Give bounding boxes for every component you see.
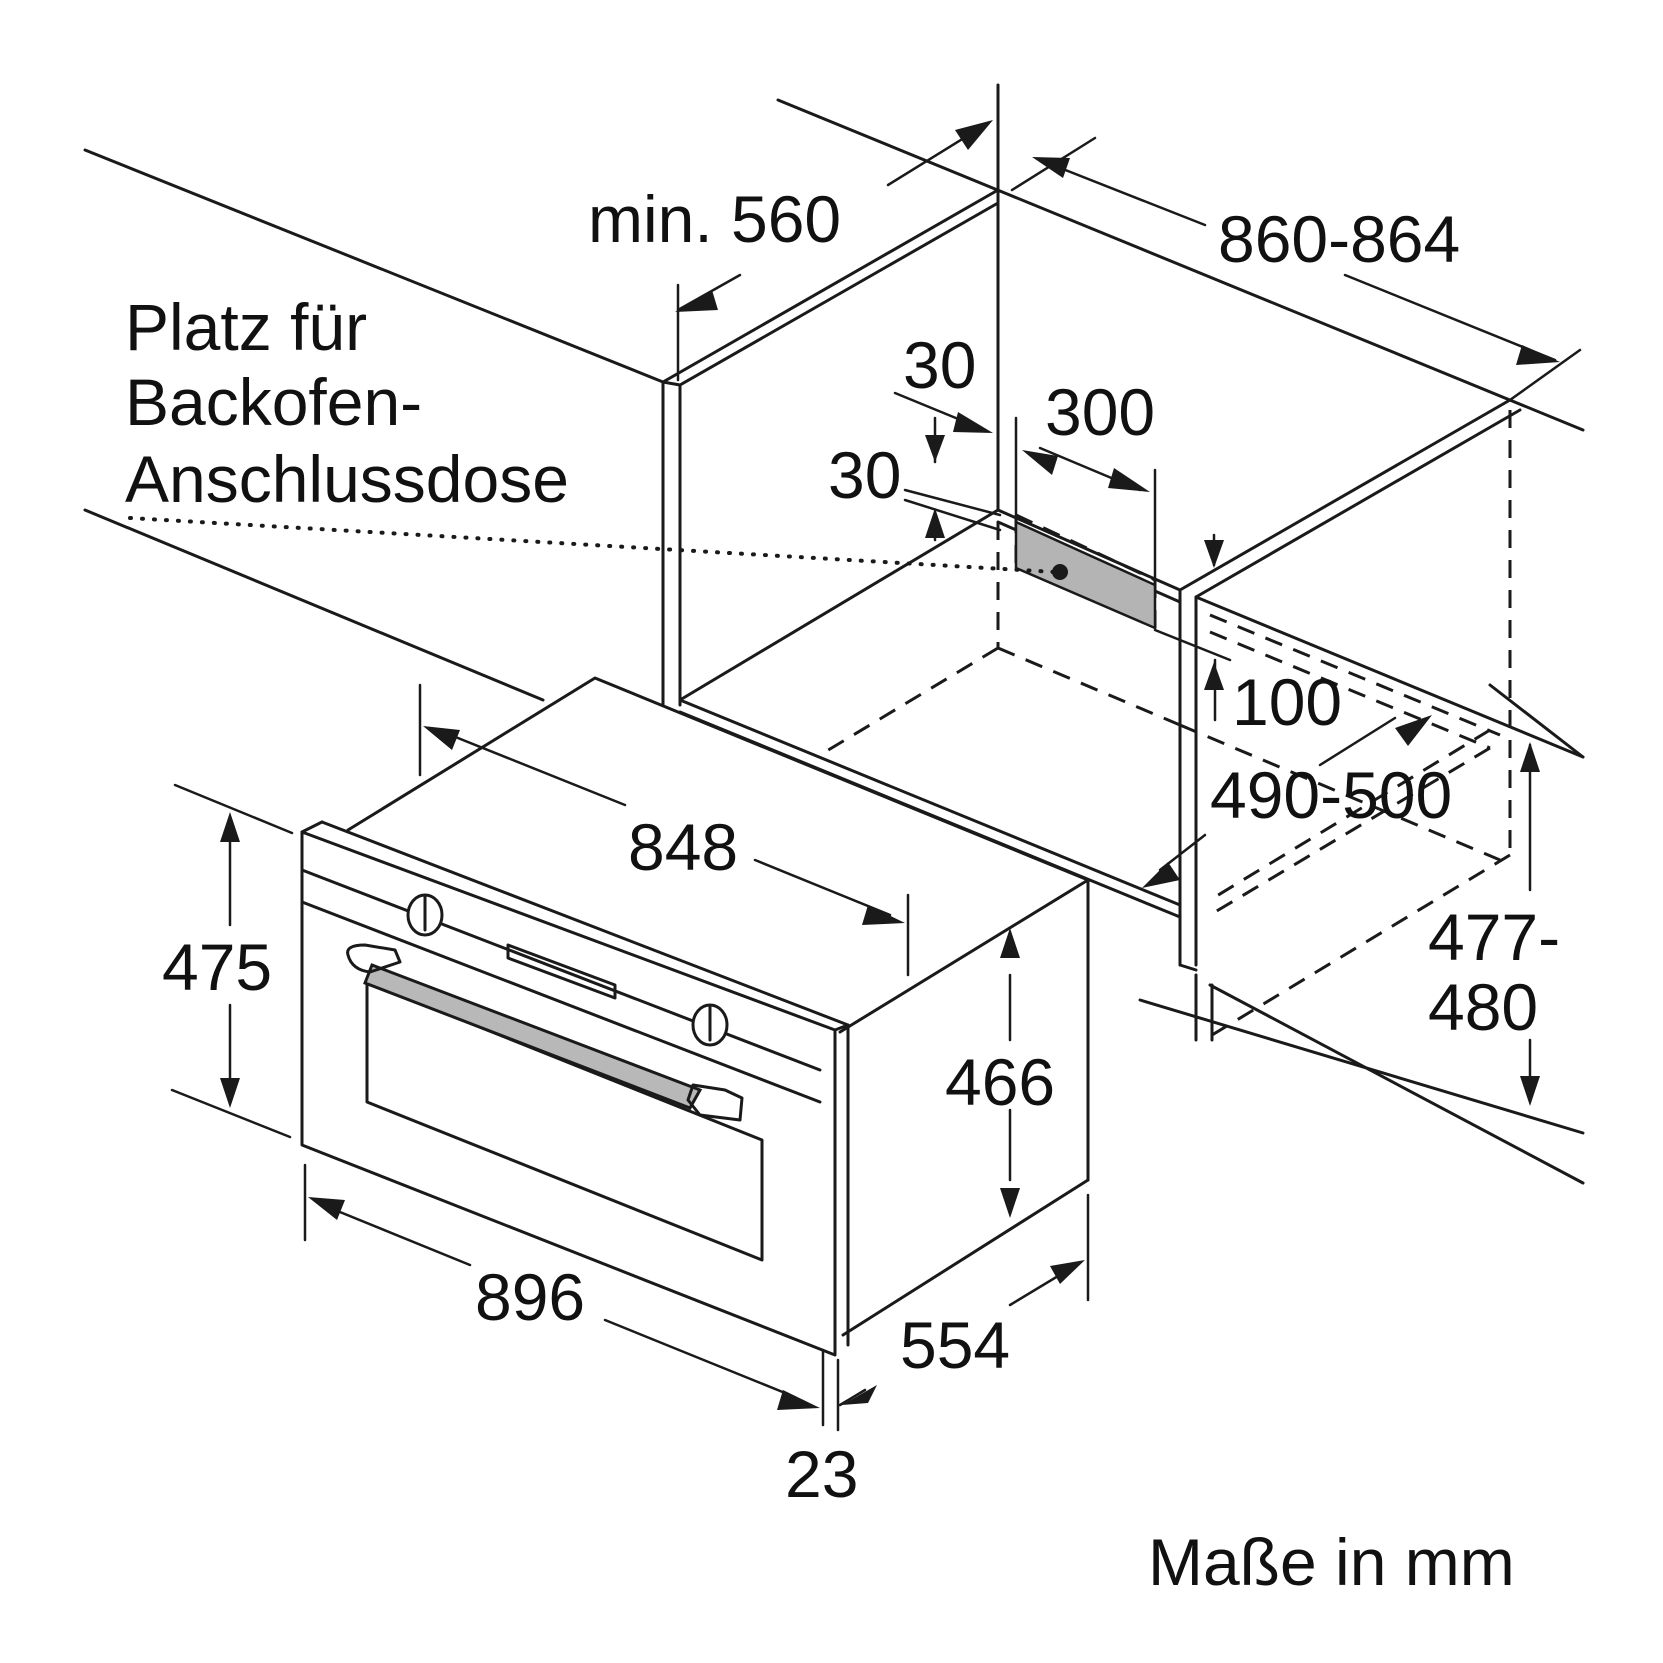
power-outlet-icon — [1052, 564, 1068, 580]
dim-body-width: 848 — [628, 810, 738, 884]
dim-niche-depth: 490-500 — [1210, 758, 1452, 832]
dim-outlet-height: 100 — [1232, 665, 1342, 739]
outlet-note-line2: Backofen- — [125, 365, 422, 439]
dim-front-height: 475 — [162, 930, 272, 1004]
outlet-zone — [1014, 520, 1157, 630]
rotary-knob-icon — [691, 1003, 729, 1047]
dim-outlet-offset-top: 30 — [828, 438, 901, 512]
dimension-lines — [170, 123, 1582, 1432]
oven-door-window — [365, 980, 764, 1262]
oven — [300, 676, 1090, 1357]
dim-outlet-offset-side: 30 — [903, 328, 976, 402]
dim-niche-width: 860-864 — [1218, 202, 1460, 276]
dim-front-width: 896 — [475, 1260, 585, 1334]
dim-front-thickness: 23 — [785, 1437, 858, 1511]
outlet-note-line3: Anschlussdose — [125, 442, 569, 516]
dim-body-depth: 554 — [900, 1308, 1010, 1382]
units-note: Maße in mm — [1148, 1525, 1515, 1599]
cabinet-niche — [83, 83, 1585, 1185]
labels: Platz für Backofen- Anschlussdose min. 5… — [125, 182, 1560, 1599]
dimension-arrow-icon — [220, 120, 1560, 1410]
oven-door-handle — [346, 943, 744, 1122]
outlet-area — [128, 516, 1157, 630]
outlet-note-line1: Platz für — [125, 290, 367, 364]
oven-display — [506, 943, 617, 1000]
dim-body-height: 466 — [945, 1045, 1055, 1119]
rotary-knob-icon — [406, 893, 444, 937]
dim-outlet-width: 300 — [1045, 375, 1155, 449]
dim-niche-height-line1: 477- — [1428, 900, 1560, 974]
dim-min-depth: min. 560 — [588, 182, 841, 256]
dim-niche-height-line2: 480 — [1428, 970, 1538, 1044]
